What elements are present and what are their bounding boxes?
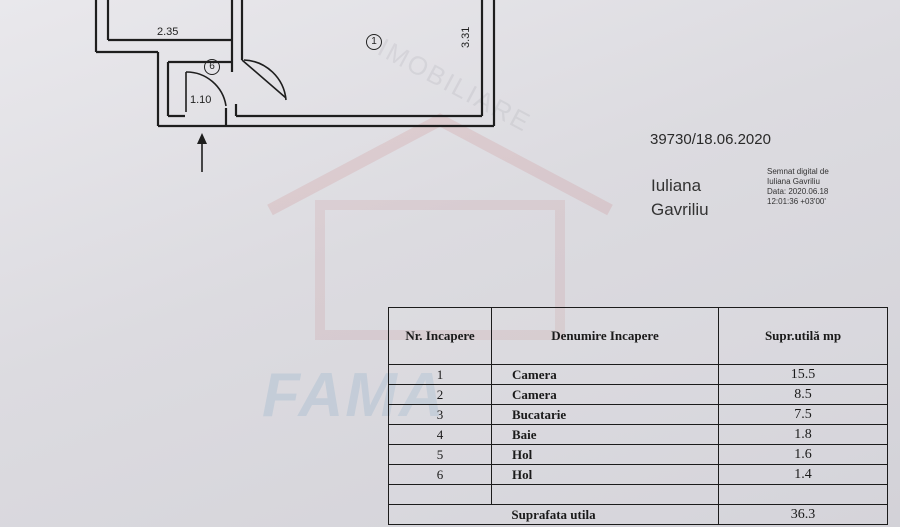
header-room-name: Denumire Incapere <box>491 307 719 365</box>
room-name: Camera <box>491 384 719 405</box>
header-room-number: Nr. Incapere <box>388 307 492 365</box>
table-header-row: Nr. Incapere Denumire Incapere Supr.util… <box>388 307 888 365</box>
signature-line: Semnat digital de <box>767 167 829 176</box>
room-marker: 1 <box>366 34 382 50</box>
room-marker: 6 <box>204 59 220 75</box>
header-useful-area: Supr.utilă mp <box>718 307 888 365</box>
signature-name: Iuliana Gavriliu <box>651 176 709 219</box>
room-name: Hol <box>491 444 719 465</box>
dimension-label: 2.35 <box>157 26 179 38</box>
room-number: 2 <box>388 384 492 405</box>
signature-line: 12:01:36 +03'00' <box>767 197 826 206</box>
total-label: Suprafata utila <box>388 504 719 525</box>
table-row: 3 Bucatarie 7.5 <box>388 404 888 425</box>
room-name: Hol <box>491 464 719 485</box>
room-name: Baie <box>491 424 719 445</box>
table-row: 5 Hol 1.6 <box>388 444 888 465</box>
table-row: 2 Camera 8.5 <box>388 384 888 405</box>
table-row <box>388 484 888 505</box>
dimension-label: 3.31 <box>460 26 472 48</box>
table-row: 1 Camera 15.5 <box>388 364 888 385</box>
table-row: 6 Hol 1.4 <box>388 464 888 485</box>
room-number: 5 <box>388 444 492 465</box>
room-name: Bucatarie <box>491 404 719 425</box>
room-number: 4 <box>388 424 492 445</box>
signature-line: Iuliana Gavriliu <box>767 177 820 186</box>
total-area: 36.3 <box>718 504 888 525</box>
room-area-table: Nr. Incapere Denumire Incapere Supr.util… <box>388 307 888 525</box>
room-area: 8.5 <box>718 384 888 405</box>
room-area: 1.6 <box>718 444 888 465</box>
room-area: 1.8 <box>718 424 888 445</box>
digital-signature-details: Semnat digital de Iuliana Gavriliu Data:… <box>767 167 877 207</box>
signature-line: Data: 2020.06.18 <box>767 187 829 196</box>
room-area: 15.5 <box>718 364 888 385</box>
room-number: 6 <box>388 464 492 485</box>
room-area: 1.4 <box>718 464 888 485</box>
room-number: 1 <box>388 364 492 385</box>
registration-number: 39730/18.06.2020 <box>650 131 771 148</box>
dimension-label: 1.10 <box>190 94 212 106</box>
table-total-row: Suprafata utila 36.3 <box>388 504 888 525</box>
room-area: 7.5 <box>718 404 888 425</box>
room-name: Camera <box>491 364 719 385</box>
table-row: 4 Baie 1.8 <box>388 424 888 445</box>
room-number: 3 <box>388 404 492 425</box>
